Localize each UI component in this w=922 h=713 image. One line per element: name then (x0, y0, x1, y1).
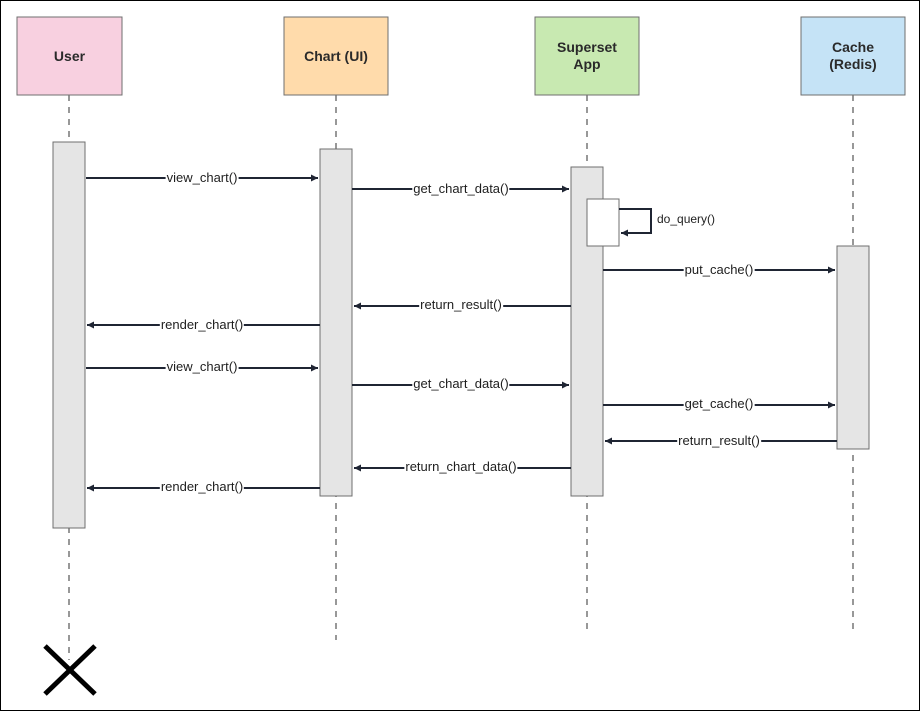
activation-bar-chart-ui (319, 148, 353, 497)
activation-bar-cache (836, 245, 870, 450)
message-label-m9: get_cache() (683, 396, 755, 411)
message-label-m2: get_chart_data() (412, 181, 510, 196)
message-label-m7: view_chart() (165, 359, 239, 374)
participant-box-superset-app (534, 16, 640, 96)
message-label-m5: return_result() (419, 297, 503, 312)
message-arrow-m3 (619, 208, 652, 237)
message-label-m8: get_chart_data() (412, 376, 510, 391)
x-icon (43, 644, 97, 696)
message-label-m6: render_chart() (159, 317, 245, 332)
message-label-m11: return_chart_data() (404, 459, 518, 474)
participant-box-cache (800, 16, 906, 96)
message-label-m3: do_query() (657, 212, 716, 226)
message-label-m10: return_result() (677, 433, 761, 448)
message-label-m12: render_chart() (159, 479, 245, 494)
activation-bar-superset-app-self (586, 198, 620, 247)
message-label-m4: put_cache() (683, 262, 755, 277)
activation-bar-user (52, 141, 86, 529)
message-label-m1: view_chart() (165, 170, 239, 185)
participant-box-chart-ui (283, 16, 389, 96)
participant-box-user (16, 16, 123, 96)
